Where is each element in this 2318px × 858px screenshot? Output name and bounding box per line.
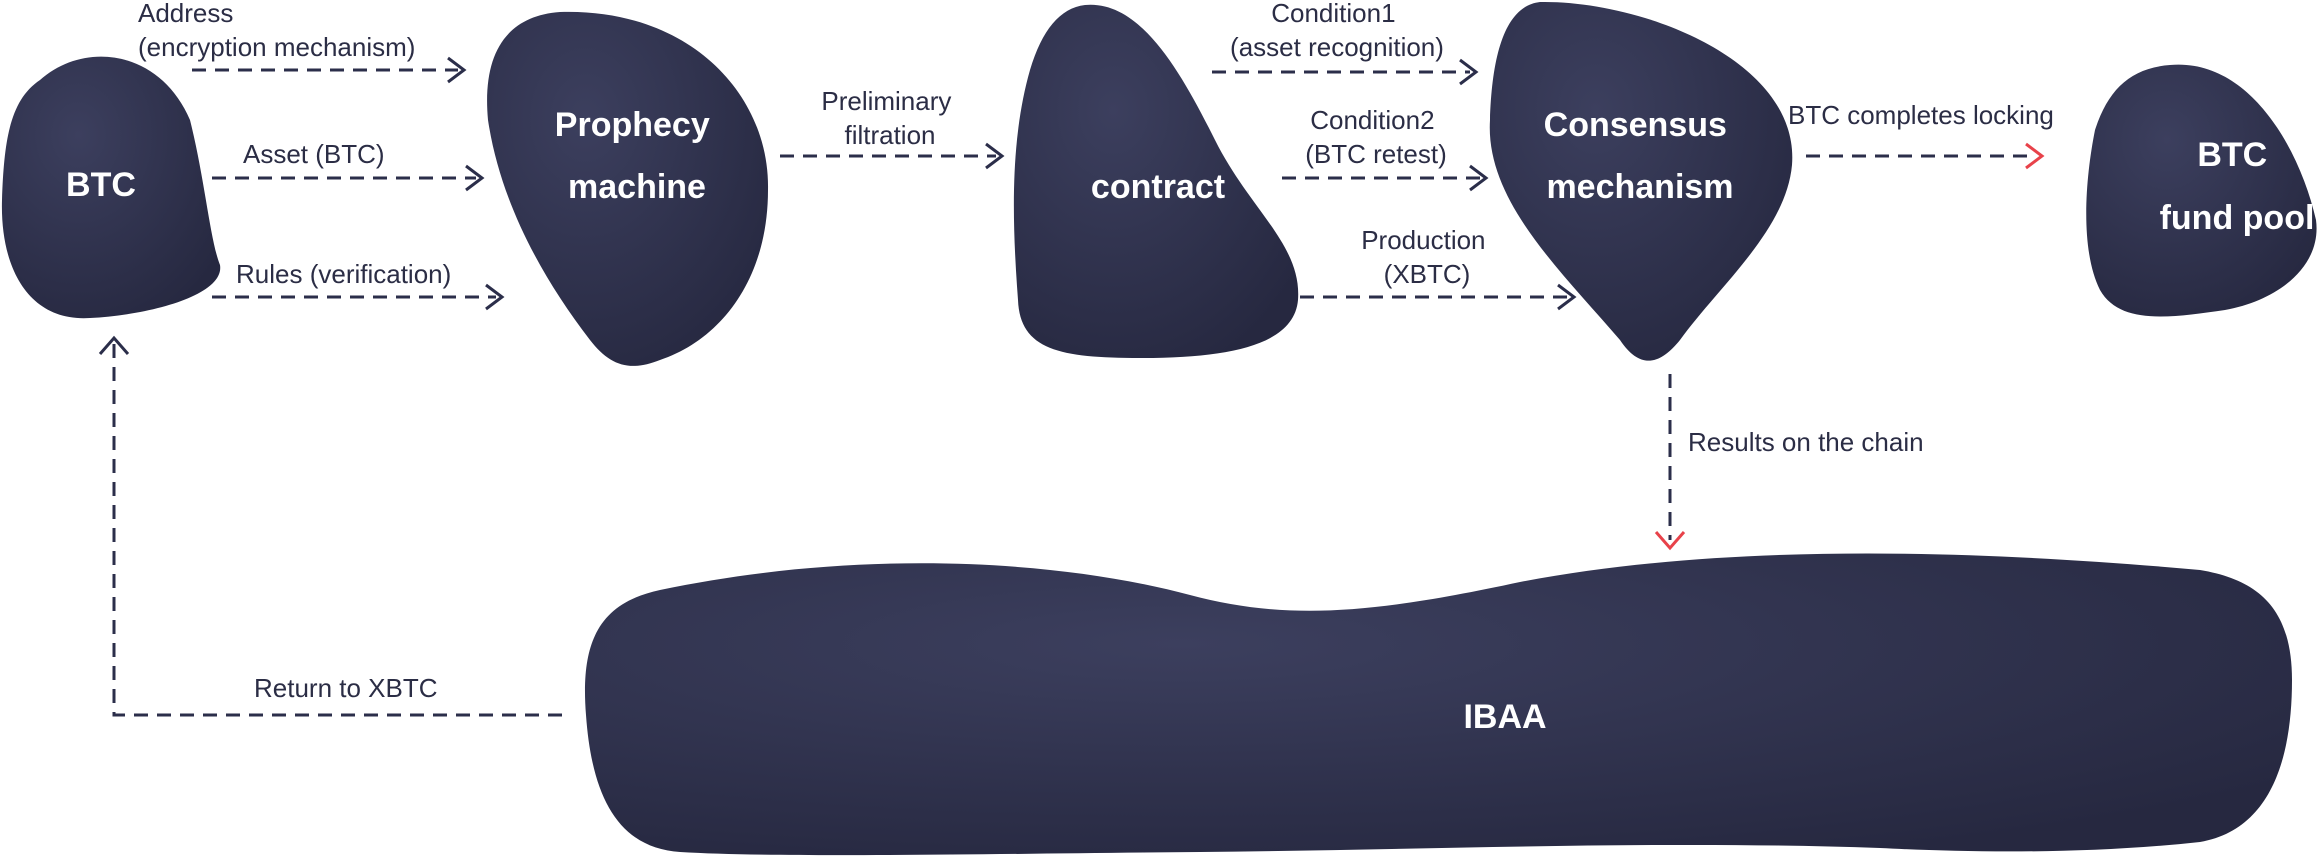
btc-node [1,56,221,319]
contract-label: contract [1091,168,1225,206]
return-arrowhead-icon [98,335,130,355]
asset-label: Asset (BTC) [243,139,385,169]
production-label: Production (XBTC) [1361,225,1493,289]
rules-label: Rules (verification) [236,259,451,289]
results-label: Results on the chain [1688,427,1924,457]
preliminary-label: Preliminary filtration [821,86,958,150]
locking-label: BTC completes locking [1788,100,2054,130]
btc-label: BTC [66,166,136,204]
btc-fund-pool-node [2086,64,2317,317]
prophecy-machine-label: Prophecy machine [555,106,719,206]
ibaa-label: IBAA [1463,698,1546,736]
edge-return [112,344,562,717]
locking-arrowhead-icon [2025,142,2045,170]
consensus-mechanism-label: Consensus mechanism [1544,106,1737,206]
consensus-mechanism-node [1489,1,1793,361]
ibaa-node [584,553,2292,856]
condition2-label: Condition2 (BTC retest) [1305,105,1447,169]
results-arrowhead-icon [1654,531,1686,551]
condition1-arrowhead-icon [1459,58,1479,86]
rules-arrowhead-icon [485,283,505,311]
condition2-arrowhead-icon [1469,164,1489,192]
address-arrowhead-icon [447,56,467,84]
return-label: Return to XBTC [254,673,438,703]
address-label: Address (encryption mechanism) [138,0,415,62]
btc-fund-pool-label: BTC fund pool [2160,136,2315,237]
asset-arrowhead-icon [465,164,485,192]
contract-node [1013,4,1299,358]
preliminary-arrowhead-icon [985,142,1005,170]
prophecy-machine-node [487,11,769,366]
condition1-label: Condition1 (asset recognition) [1230,0,1444,62]
production-arrowhead-icon [1557,283,1577,311]
